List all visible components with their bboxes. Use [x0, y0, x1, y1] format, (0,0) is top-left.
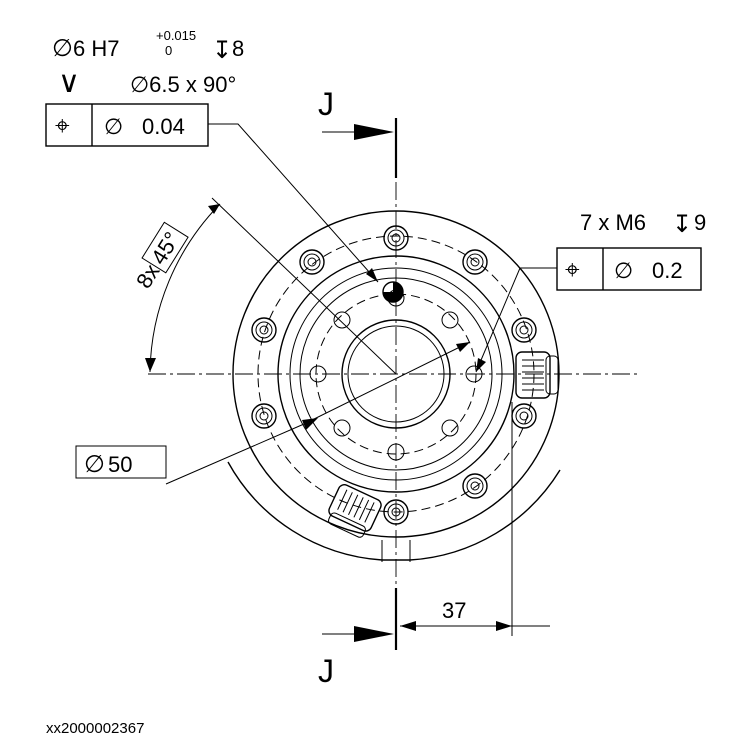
angle-value: 45° [146, 227, 185, 268]
tolerance-value: 0.04 [142, 114, 185, 139]
hole-spec-callout: ∅ 6 H7 +0.015 0 ↧ 8 ∨ ∅6.5 x 90° [52, 28, 244, 99]
feature-control-frame-2: ⌖ ∅ 0.2 [556, 247, 702, 291]
figure-id: xx2000002367 [46, 720, 145, 737]
section-label: J [318, 86, 334, 122]
depth-symbol: ↧ [212, 37, 232, 64]
section-marker-top: J [318, 86, 398, 178]
section-label: J [318, 653, 334, 689]
diameter-dimension: ∅ 50 [75, 341, 471, 485]
diameter-value: 50 [108, 452, 132, 477]
screw [511, 317, 537, 343]
feature-control-frame-1: ⌖ ∅ 0.04 [45, 103, 209, 147]
screw [251, 317, 277, 343]
screw [383, 499, 409, 525]
screw [462, 249, 488, 275]
position-icon: ⌖ [55, 110, 70, 140]
leader-arrow-2 [476, 358, 486, 372]
connector-right [515, 351, 559, 399]
screw [251, 403, 277, 429]
centerlines [148, 182, 640, 586]
diameter-symbol: ∅ [84, 451, 105, 478]
pin-hole [382, 281, 404, 303]
thread-spec: 7 x M6 [580, 210, 646, 235]
diameter-symbol: ∅ [52, 35, 73, 62]
diameter-symbol: ∅ [104, 114, 123, 139]
tolerance-value: 0.2 [652, 258, 683, 283]
linear-dimension: 37 [400, 402, 550, 636]
countersink-symbol: ∨ [58, 66, 80, 99]
position-icon: ⌖ [565, 254, 580, 284]
flange-body [227, 210, 561, 562]
hole-size: 6 H7 [73, 36, 119, 61]
leader-line-1 [208, 123, 379, 283]
screw [511, 403, 537, 429]
screw [383, 225, 409, 251]
tolerance-lower: 0 [165, 43, 172, 58]
dimension-value: 37 [442, 598, 466, 623]
connector-bottom-left [328, 484, 382, 538]
depth-symbol: ↧ [672, 211, 692, 238]
hole-depth: 8 [232, 36, 244, 61]
diameter-symbol: ∅ [614, 258, 633, 283]
section-marker-bottom: J [318, 588, 398, 689]
countersink-spec: ∅6.5 x 90° [130, 72, 236, 97]
tolerance-upper: +0.015 [156, 28, 196, 43]
screw [462, 473, 488, 499]
outer-screw-pattern [251, 225, 537, 525]
thread-depth: 9 [694, 210, 706, 235]
screw [299, 249, 325, 275]
